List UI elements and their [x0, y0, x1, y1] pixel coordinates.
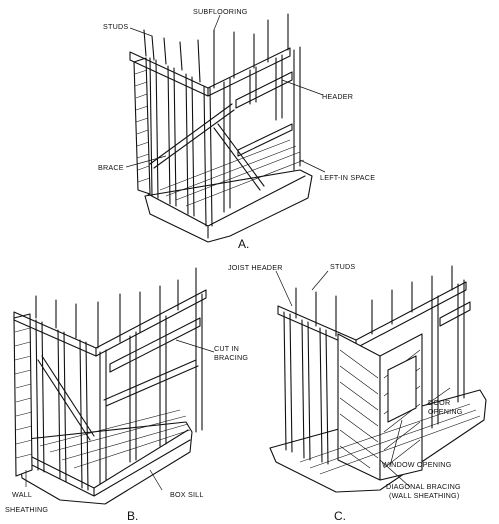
label-sheathing: SHEATHING: [5, 505, 48, 514]
panel-c-leaders: [275, 270, 451, 488]
panel-c-door-header: [439, 301, 471, 327]
panel-a-header: [235, 71, 293, 109]
panel-c-window-opening: [387, 355, 417, 423]
panel-c-floor: [299, 403, 481, 475]
panel-a-leaders: [125, 14, 326, 173]
panel-b-top-plate-right: [95, 289, 207, 357]
label-studs-a: STUDS: [103, 22, 128, 31]
panel-c-drawing: [269, 265, 487, 493]
panel-c-studs-left: [283, 311, 329, 465]
panel-a-siding-lines: [134, 69, 151, 183]
panel-a-floor: [159, 139, 305, 207]
panel-c-studs-right: [431, 279, 465, 429]
panel-b-box-sill: [21, 429, 191, 497]
caption-c: C.: [334, 509, 346, 523]
label-diagonal-bracing: DIAGONAL BRACING: [386, 482, 461, 491]
panel-b-stud-tops: [35, 267, 197, 349]
label-left-in-space: LEFT-IN SPACE: [320, 173, 375, 182]
panel-a-brace: [149, 103, 235, 169]
panel-a-foundation: [144, 169, 313, 243]
panel-a-stud-tops: [143, 13, 289, 89]
caption-b: B.: [127, 509, 138, 523]
label-wall-sheathing-c: (WALL SHEATHING): [389, 491, 459, 500]
panel-a-sill: [147, 175, 306, 239]
panel-b-foundation: [17, 421, 193, 505]
panel-a-siding: [133, 57, 151, 195]
label-joist-header: JOIST HEADER: [228, 263, 283, 272]
label-opening: OPENING: [428, 407, 463, 416]
panel-b-studs: [35, 293, 203, 491]
label-brace: BRACE: [98, 163, 124, 172]
label-studs-c: STUDS: [330, 262, 355, 271]
panel-b-floor: [39, 409, 191, 469]
label-header: HEADER: [322, 92, 353, 101]
panel-b-drawing: [13, 267, 207, 505]
panel-a-top-plate-right: [207, 47, 291, 97]
panel-a-drawing: [129, 13, 313, 243]
panel-a-window-sill: [237, 123, 293, 157]
panel-c-stud-tops: [295, 265, 453, 337]
panel-b-window-header: [109, 317, 201, 373]
panel-b-siding: [13, 313, 33, 477]
panel-b-siding-lines: [14, 327, 33, 459]
panel-b-leaders: [25, 339, 215, 491]
panel-a-studs-right: [223, 46, 301, 213]
label-door: DOOR: [428, 398, 450, 407]
panel-b-cut-in-bracing: [37, 355, 199, 441]
label-wall: WALL: [12, 490, 32, 499]
panel-a-diagonal-left: [213, 123, 265, 191]
panel-c-top-plate-right: [355, 281, 467, 349]
label-box-sill: BOX SILL: [170, 490, 204, 499]
label-window-opening: WINDOW OPENING: [382, 460, 452, 469]
caption-a: A.: [238, 237, 249, 251]
label-bracing: BRACING: [214, 353, 248, 362]
label-subflooring: SUBFLOORING: [193, 7, 248, 16]
label-cut-in: CUT IN: [214, 344, 239, 353]
